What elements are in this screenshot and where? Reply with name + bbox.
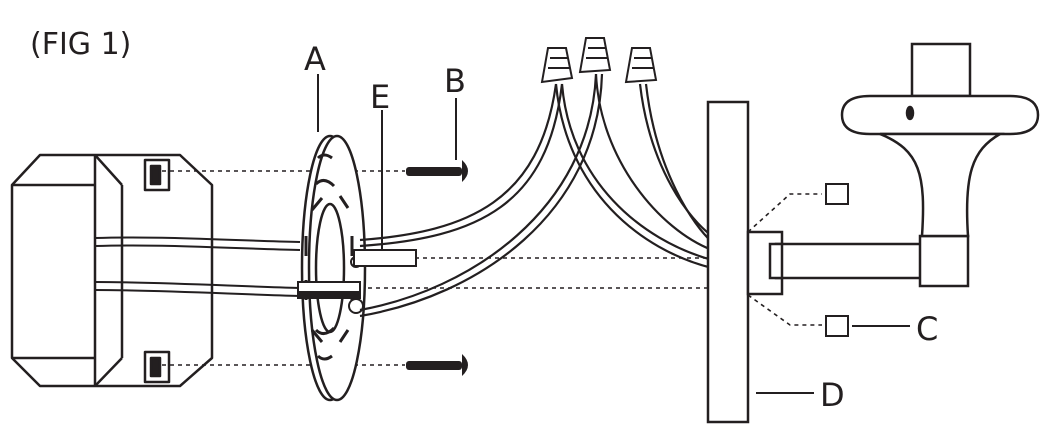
- label-d: D: [820, 376, 845, 414]
- fixture-wires: [359, 73, 713, 318]
- wire-nut-center: [578, 37, 612, 74]
- label-a: A: [304, 40, 326, 78]
- fixture-backplate: [706, 100, 784, 424]
- mounting-screw-top: [406, 160, 468, 182]
- wire-nut-right: [624, 47, 658, 84]
- figure-title: (FIG 1): [30, 27, 131, 62]
- mounting-screw-bottom: [406, 354, 468, 376]
- junction-box: [10, 153, 214, 388]
- label-e: E: [370, 78, 390, 116]
- mounting-plate: [300, 134, 367, 402]
- supply-wires: [94, 236, 301, 297]
- leader-lines: [317, 74, 910, 394]
- wire-nut-left: [540, 47, 574, 84]
- threaded-nipple: [353, 249, 417, 267]
- label-b: B: [444, 62, 466, 100]
- fixture-shade: [840, 42, 1040, 238]
- label-c: C: [916, 310, 938, 348]
- screw-caps: [825, 183, 849, 337]
- fixture-arm: [768, 234, 970, 288]
